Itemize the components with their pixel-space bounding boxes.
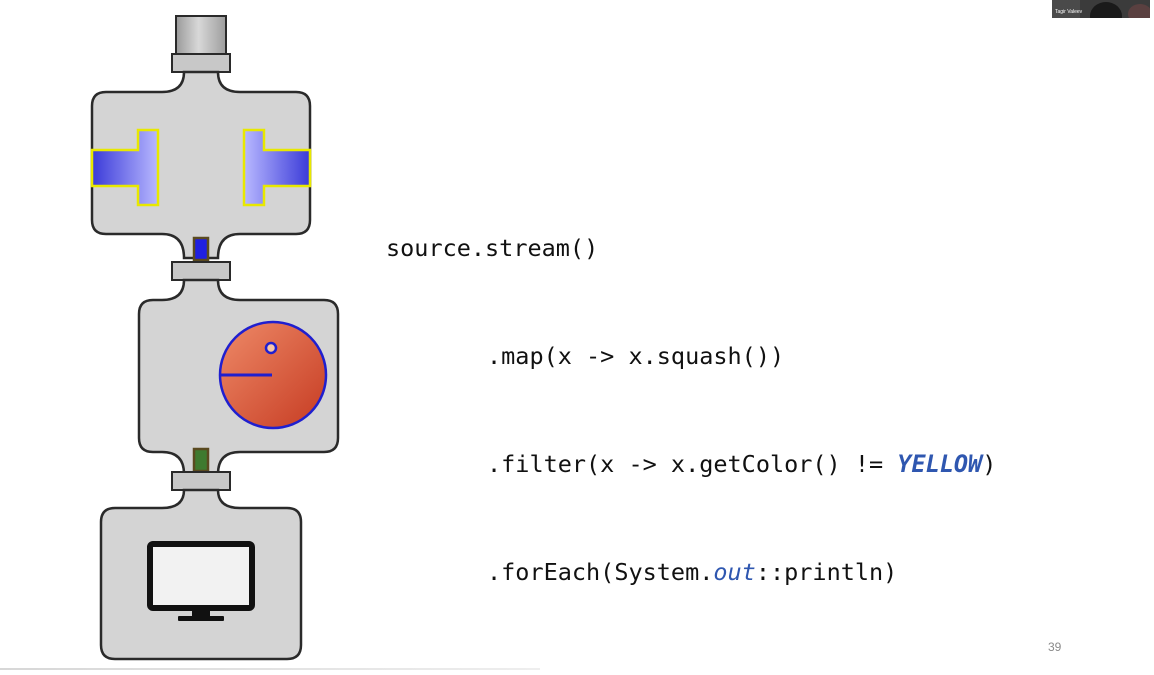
filter-close-paren: )	[982, 450, 997, 478]
yellow-constant: YELLOW	[897, 450, 983, 478]
slide-footer-divider	[0, 668, 540, 670]
slide-number: 39	[1048, 640, 1062, 654]
code-snippet: source.stream() .map(x -> x.squash()) .f…	[386, 158, 996, 662]
webcam-video-icon	[1052, 0, 1150, 18]
code-line-filter: .filter(x -> x.getColor() != YELLOW)	[386, 446, 996, 482]
webcam-speaker-name: Tagir Valeev	[1055, 9, 1083, 15]
foreach-call-text: .forEach(System.	[487, 558, 714, 586]
output-machine	[99, 488, 303, 661]
monitor-icon	[147, 541, 255, 621]
println-ref-text: ::println)	[755, 558, 898, 586]
filter-call-text: .filter(x -> x.getColor() !=	[487, 450, 898, 478]
filter-machine	[137, 278, 340, 476]
code-line-map: .map(x -> x.squash())	[487, 342, 785, 370]
stream-pipeline-diagram	[90, 15, 340, 661]
squasher-icon	[90, 128, 312, 207]
code-line-foreach: .forEach(System.out::println)	[386, 554, 996, 590]
item-green	[192, 447, 210, 473]
out-field: out	[713, 558, 756, 586]
item-blue	[192, 236, 210, 262]
inlet-pipe-icon	[171, 15, 231, 73]
webcam-thumbnail: Tagir Valeev	[1052, 0, 1150, 18]
filter-dial-icon	[218, 320, 328, 430]
squash-machine	[90, 70, 312, 262]
code-line-source: source.stream()	[386, 234, 599, 262]
